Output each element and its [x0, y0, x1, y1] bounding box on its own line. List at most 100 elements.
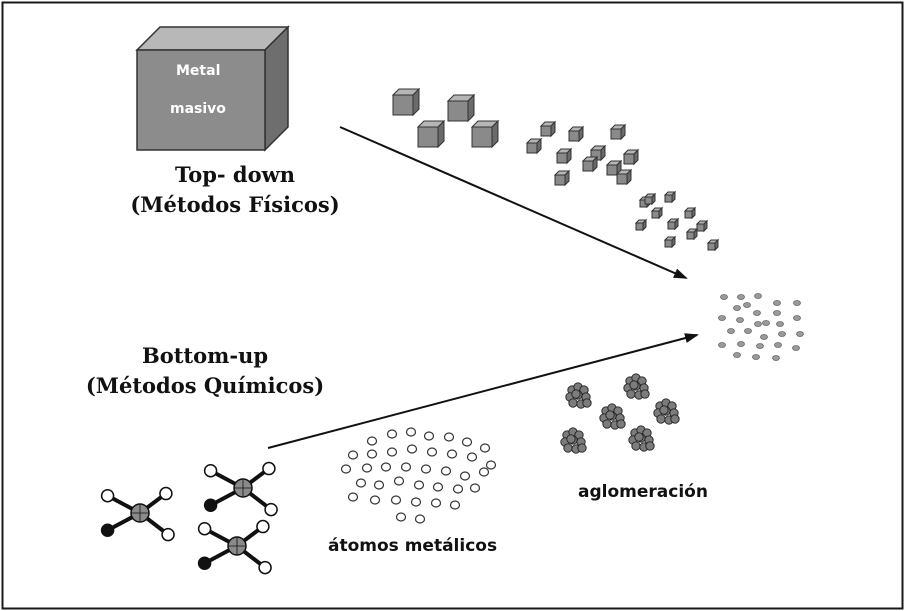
metal-atom [440, 466, 452, 476]
metal-atom [478, 467, 490, 477]
nanoparticle [752, 354, 760, 360]
nanoparticle [718, 315, 726, 321]
medium-cube [581, 155, 599, 173]
top-down-label: Top- down (Métodos Físicos) [95, 160, 375, 220]
precursor-molecule [197, 519, 272, 575]
metal-atom [373, 480, 385, 490]
aggregate-cluster [599, 403, 626, 430]
metal-atom [479, 443, 491, 453]
nanoparticle [762, 320, 770, 326]
metal-atom [393, 476, 405, 486]
bulk-metal-cube [135, 25, 290, 152]
nanoparticle [773, 310, 781, 316]
small-cube [666, 217, 680, 231]
metal-atom [395, 512, 407, 522]
nanoparticle [754, 293, 762, 299]
metal-atom [355, 478, 367, 488]
cube-label-line2: masivo [170, 101, 226, 117]
aggregation-label: aglomeración [578, 482, 708, 502]
metal-atom [414, 514, 426, 524]
metal-atom [386, 429, 398, 439]
nanoparticle [727, 328, 735, 334]
cube-label-line1: Metal [176, 63, 221, 79]
small-cube [650, 206, 664, 220]
medium-cube [567, 125, 585, 143]
medium-cube [555, 147, 573, 165]
precursor-molecule [203, 461, 278, 517]
metal-atom [426, 447, 438, 457]
large-fragment-cubes [391, 87, 500, 149]
nanoparticle [733, 352, 741, 358]
small-cube [663, 190, 677, 204]
metal-atom [449, 500, 461, 510]
metal-atom [413, 480, 425, 490]
nanoparticle [793, 300, 801, 306]
metal-atom [369, 495, 381, 505]
precursor-molecule [100, 486, 175, 542]
nanoparticle [792, 345, 800, 351]
nanoparticle [796, 331, 804, 337]
metal-atom [390, 495, 402, 505]
aggregate-cluster [565, 382, 592, 409]
metal-atoms-cloud [340, 427, 497, 524]
medium-cube [589, 144, 607, 162]
nanoparticle [733, 305, 741, 311]
bottom-up-label: Bottom-up (Métodos Químicos) [55, 341, 355, 401]
metal-atom [485, 460, 497, 470]
metal-atom [361, 463, 373, 473]
nanoparticle [774, 342, 782, 348]
nanoparticle [772, 355, 780, 361]
metal-atom [366, 436, 378, 446]
metal-atom [340, 464, 352, 474]
small-cube [643, 192, 657, 206]
nanoparticle [773, 300, 781, 306]
nanoparticle [743, 302, 751, 308]
metal-atom [452, 484, 464, 494]
metal-atom [410, 497, 422, 507]
metal-atom [443, 432, 455, 442]
metal-atom [347, 492, 359, 502]
bottom-up-title: Bottom-up [141, 343, 269, 368]
nanoparticle [778, 331, 786, 337]
medium-cube [615, 168, 633, 186]
metal-atom [366, 449, 378, 459]
medium-cube [609, 123, 627, 141]
metal-atom [432, 482, 444, 492]
aggregate-cluster [623, 373, 650, 400]
small-cube [663, 235, 677, 249]
precursor-molecules [100, 461, 278, 575]
metal-atoms-label: átomos metálicos [328, 536, 498, 556]
aggregation-clusters [560, 373, 680, 454]
nanoparticle [760, 334, 768, 340]
nanoparticle [720, 294, 728, 300]
metal-atom [461, 437, 473, 447]
metal-atom [405, 427, 417, 437]
nanoparticle [737, 341, 745, 347]
medium-cube [525, 137, 543, 155]
metal-atom [400, 462, 412, 472]
aggregate-cluster [653, 398, 680, 425]
top-down-title: Top- down [175, 162, 295, 187]
metal-atom [386, 447, 398, 457]
metal-atom [347, 450, 359, 460]
nanoparticle [753, 310, 761, 316]
metal-atom [406, 444, 418, 454]
medium-cube [605, 159, 623, 177]
bottom-up-arrow [267, 333, 699, 449]
nanoparticle [736, 317, 744, 323]
large-cube [391, 87, 421, 117]
metal-atom [446, 449, 458, 459]
metal-atom [469, 483, 481, 493]
medium-cube [553, 169, 571, 187]
small-cube [706, 238, 720, 252]
large-cube [446, 93, 476, 123]
nanoparticle [793, 315, 801, 321]
nanoparticle [776, 321, 784, 327]
nanoparticle [756, 343, 764, 349]
large-cube [470, 119, 500, 149]
aggregate-cluster [628, 425, 655, 452]
small-cube [685, 227, 699, 241]
medium-cube [539, 120, 557, 138]
bottom-up-subtitle: (Métodos Químicos) [85, 373, 325, 398]
